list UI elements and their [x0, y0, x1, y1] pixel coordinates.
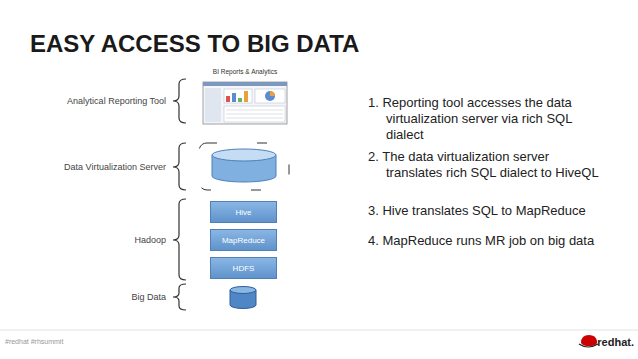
stack-layer: MapReduce [210, 229, 277, 251]
logo-icon [579, 335, 598, 347]
server-frame [199, 143, 289, 190]
report-screenshot-box: BI Reports & Analytics [193, 68, 297, 126]
layer-label: Hadoop [134, 235, 166, 245]
slide-title: EASY ACCESS TO BIG DATA [30, 30, 359, 58]
report-screenshot [203, 82, 287, 124]
step-text: 3. Hive translates SQL to MapReduce [368, 203, 604, 219]
node-text: BI Reports & Analytics [213, 68, 277, 75]
bracket [173, 79, 186, 310]
step-text: 1. Reporting tool accesses the data virt… [368, 95, 604, 143]
layer-label: Data Virtualization Server [64, 162, 166, 172]
footer-rule [0, 330, 638, 331]
stack-layer: HDFS [210, 257, 277, 279]
database-cylinder [230, 287, 256, 309]
layer-label: Big Data [131, 292, 166, 302]
stack-layer: Hive [210, 201, 277, 223]
database-cylinder [212, 149, 276, 182]
logo-text: redhat. [597, 336, 634, 348]
step-text: 4. MapReduce runs MR job on big data [368, 233, 604, 249]
node-text: HDFS [233, 264, 255, 273]
step-text: 2. The data virtualization server transl… [368, 149, 604, 181]
node-text: Hive [235, 208, 251, 217]
layer-label: Analytical Reporting Tool [67, 96, 166, 106]
hashtag-footer: #redhat #rhsummit [5, 338, 63, 345]
node-text: MapReduce [222, 236, 265, 245]
